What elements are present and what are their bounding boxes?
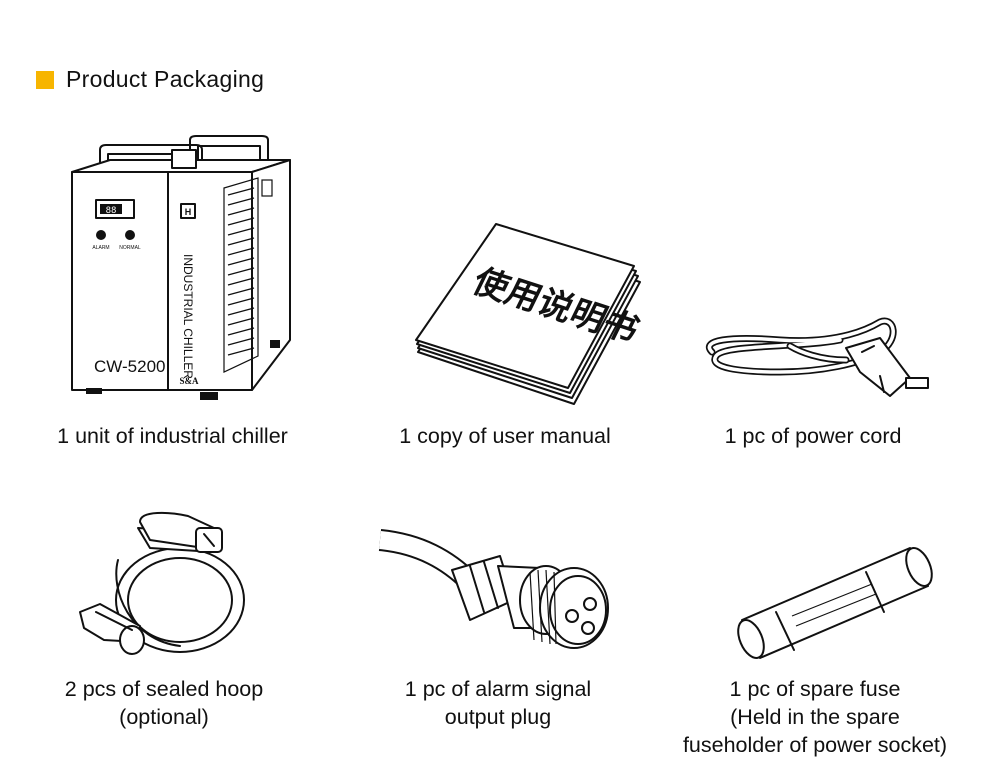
alarm-signal-plug-icon <box>378 529 609 649</box>
chiller-side-label: INDUSTRIAL CHILLER <box>181 254 195 379</box>
caption-line: (optional) <box>119 705 209 729</box>
caption-line: (Held in the spare <box>730 705 900 729</box>
section-header: Product Packaging <box>36 66 264 93</box>
chiller-alarm-label: ALARM <box>92 245 109 251</box>
caption-line: 1 pc of spare fuse <box>729 677 901 701</box>
caption-line: 1 unit of industrial chiller <box>57 424 288 448</box>
sealed-hoop-icon <box>79 511 245 655</box>
caption-industrial-chiller: 1 unit of industrial chiller <box>20 422 325 450</box>
industrial-chiller-icon: 88 ALARM NORMAL CW-5200 H S&A INDUSTRIAL… <box>71 135 291 400</box>
accent-square <box>36 70 54 89</box>
caption-power-cord: 1 pc of power cord <box>670 422 956 450</box>
chiller-display-value: 88 <box>106 206 117 216</box>
chiller-brand-label: S&A <box>179 376 199 386</box>
chiller-model-label: CW-5200 <box>94 357 166 376</box>
caption-line: fuseholder of power socket) <box>682 733 948 757</box>
caption-line: 2 pcs of sealed hoop <box>64 677 264 701</box>
chiller-normal-label: NORMAL <box>119 245 141 251</box>
caption-sealed-hoop: 2 pcs of sealed hoop (optional) <box>30 675 298 731</box>
caption-spare-fuse: 1 pc of spare fuse (Held in the spare fu… <box>650 675 980 759</box>
svg-text:H: H <box>185 207 192 217</box>
caption-alarm-plug: 1 pc of alarm signal output plug <box>370 675 626 731</box>
caption-line: 1 pc of alarm signal <box>404 677 592 701</box>
caption-line: 1 copy of user manual <box>399 424 611 448</box>
user-manual-icon: 使用说明书 <box>415 223 645 405</box>
caption-line: output plug <box>444 705 552 729</box>
power-cord-icon <box>706 317 929 397</box>
caption-line: 1 pc of power cord <box>724 424 902 448</box>
section-title: Product Packaging <box>66 66 265 92</box>
caption-user-manual: 1 copy of user manual <box>350 422 660 450</box>
spare-fuse-icon <box>737 547 933 659</box>
